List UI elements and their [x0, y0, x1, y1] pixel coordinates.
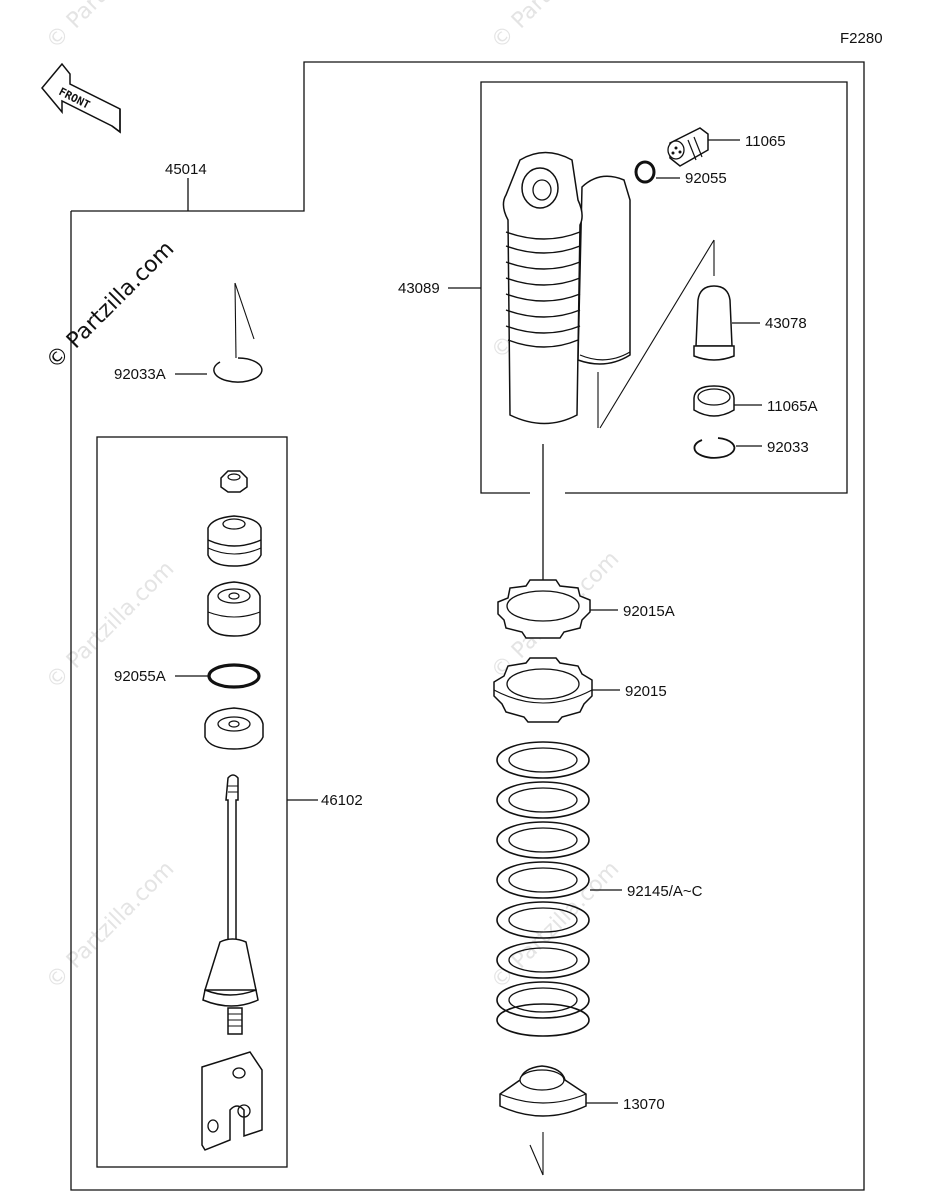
spring-seat-13070	[499, 1065, 618, 1176]
watermark: © Partzilla.com	[42, 0, 180, 54]
valve-11065	[667, 127, 740, 167]
cap-11065a	[693, 385, 762, 417]
piston-rod	[202, 774, 259, 1035]
watermark: © Partzilla.com	[42, 857, 180, 995]
rod-nut	[220, 470, 248, 493]
front-arrow-icon: FRONT	[41, 62, 121, 134]
label-11065[interactable]: 11065	[745, 133, 786, 150]
label-92033a[interactable]: 92033A	[114, 366, 166, 383]
shock-cylinder	[502, 151, 631, 425]
o-ring-92055	[634, 160, 680, 184]
lock-nut-92015	[493, 657, 620, 723]
label-92015[interactable]: 92015	[625, 683, 667, 700]
label-92145[interactable]: 92145/A~C	[627, 883, 703, 900]
adjuster-nut-92015a	[497, 579, 618, 639]
bladder-43078	[597, 239, 760, 429]
label-92033[interactable]: 92033	[767, 439, 809, 456]
label-43078[interactable]: 43078	[765, 315, 807, 332]
bumper-rubber	[207, 515, 262, 567]
label-11065a[interactable]: 11065A	[767, 398, 818, 415]
label-46102[interactable]: 46102	[321, 792, 363, 809]
circlip-92033a	[175, 282, 263, 383]
watermark-layer: © Partzilla.com © Partzilla.com © Partzi…	[42, 0, 625, 994]
diagram-code: F2280	[840, 30, 883, 47]
rod-group-frame	[96, 436, 288, 1168]
label-92055a[interactable]: 92055A	[114, 668, 166, 685]
circlip-92033	[693, 437, 762, 459]
o-ring-92055a	[175, 663, 261, 689]
label-13070[interactable]: 13070	[623, 1096, 665, 1113]
label-45014[interactable]: 45014	[165, 161, 207, 178]
assembly-frame	[70, 61, 865, 1191]
watermark: © Partzilla.com	[487, 0, 625, 54]
coil-spring	[496, 741, 622, 1037]
watermark-main: © Partzilla.com	[42, 237, 180, 375]
rod-clevis	[201, 1051, 263, 1151]
label-92015a[interactable]: 92015A	[623, 603, 675, 620]
label-43089[interactable]: 43089	[398, 280, 440, 297]
label-92055[interactable]: 92055	[685, 170, 727, 187]
piston	[207, 581, 261, 637]
cylinder-group-frame	[480, 81, 848, 494]
watermark: © Partzilla.com	[487, 857, 625, 995]
rebound-plate	[204, 707, 264, 750]
